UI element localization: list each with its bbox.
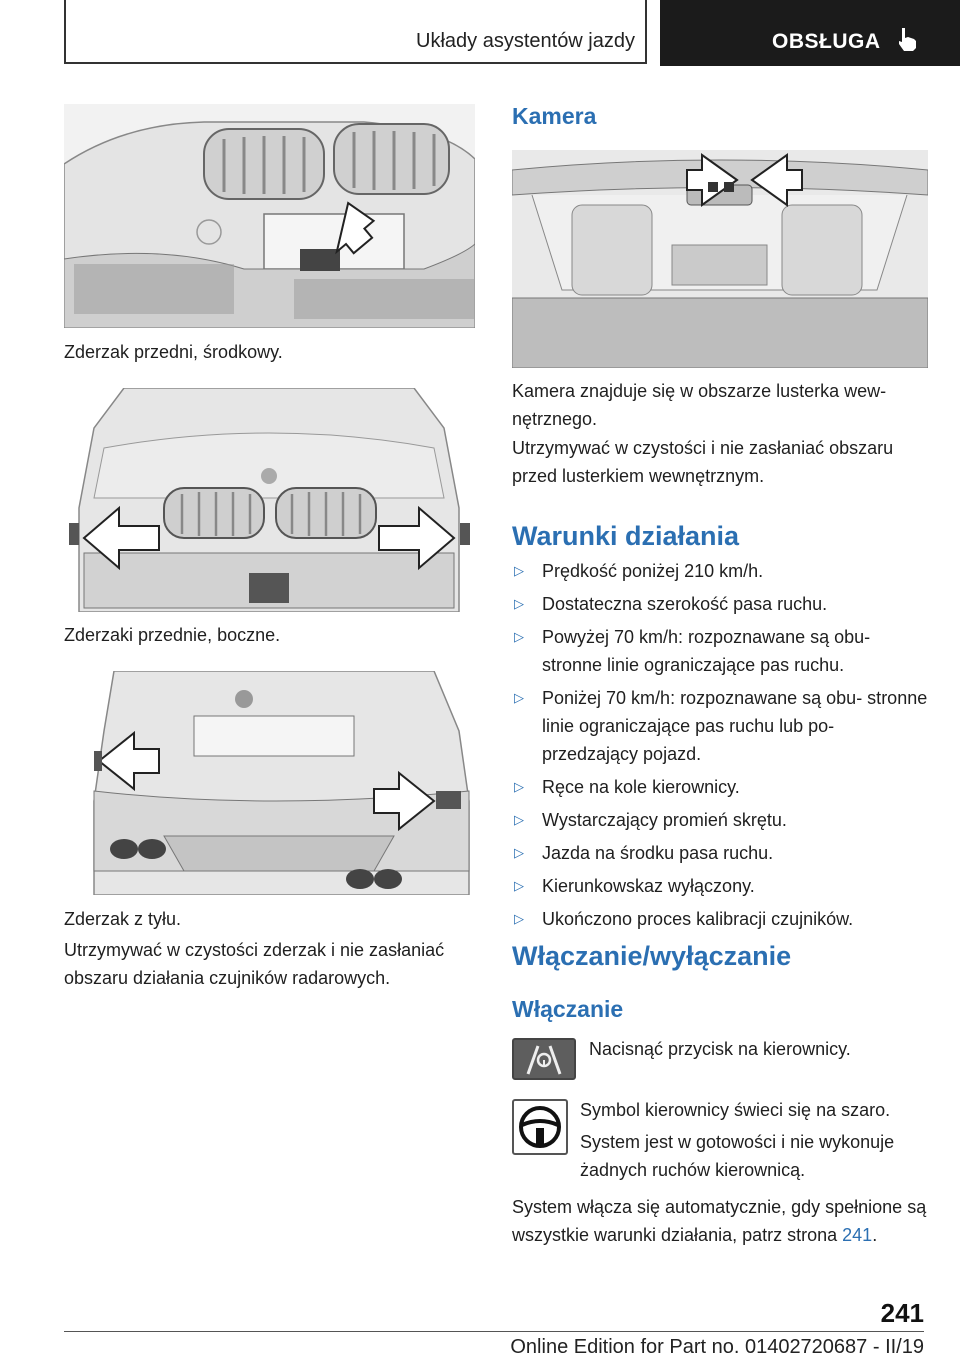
page-number: 241	[880, 1298, 924, 1328]
list-item: ▷Kierunkowskaz wyłączony.	[512, 872, 932, 900]
section-title-box: Układy asystentów jazdy	[64, 0, 647, 64]
page-header: Układy asystentów jazdy OBSŁUGA	[0, 0, 960, 70]
triangle-bullet-icon: ▷	[514, 845, 524, 860]
triangle-bullet-icon: ▷	[514, 911, 524, 926]
list-item: ▷Poniżej 70 km/h: rozpoznawane są obu‐ s…	[512, 684, 932, 768]
interior-camera-drawing	[512, 150, 928, 368]
list-item: ▷Prędkość poniżej 210 km/h.	[512, 557, 932, 585]
list-item: ▷Ukończono proces kalibracji czujników.	[512, 905, 932, 933]
steering-wheel-symbol-box	[512, 1099, 568, 1155]
chapter-tab-label: OBSŁUGA	[772, 30, 881, 53]
list-item: ▷Dostateczna szerokość pasa ruchu.	[512, 590, 932, 618]
left-paragraph-radar: Utrzymywać w czystości zderzak i nie zas…	[64, 940, 445, 988]
page-link-241[interactable]: 241	[842, 1225, 873, 1245]
list-item: ▷Jazda na środku pasa ruchu.	[512, 839, 932, 867]
footer-divider	[64, 1331, 924, 1332]
onoff-heading: Włączanie/wyłączanie	[512, 941, 792, 971]
triangle-bullet-icon: ▷	[514, 629, 524, 644]
footer-edition: Online Edition for Part no. 01402720687 …	[510, 1336, 924, 1358]
interior-camera-image	[512, 150, 928, 368]
section-title: Układy asystentów jazdy	[416, 30, 635, 52]
system-ready-text: System jest w gotowości i nie wykonuje ż…	[580, 1132, 895, 1180]
triangle-bullet-icon: ▷	[514, 812, 524, 827]
front-bumper-center-drawing	[64, 104, 475, 328]
caption-front-bumper-sides: Zderzaki przednie, boczne.	[64, 625, 281, 645]
front-bumper-sides-drawing	[64, 388, 475, 612]
triangle-bullet-icon: ▷	[514, 563, 524, 578]
rear-bumper-drawing	[64, 671, 475, 895]
triangle-bullet-icon: ▷	[514, 779, 524, 794]
front-bumper-center-image	[64, 104, 475, 328]
rear-bumper-image	[64, 671, 475, 895]
list-item: ▷Powyżej 70 km/h: rozpoznawane są obu‐ s…	[512, 623, 932, 679]
switch-on-subheading: Włączanie	[512, 996, 624, 1022]
conditions-heading: Warunki działania	[512, 521, 740, 551]
press-button-text: Nacisnąć przycisk na kierownicy.	[589, 1039, 851, 1059]
triangle-bullet-icon: ▷	[514, 690, 524, 705]
camera-heading: Kamera	[512, 103, 597, 129]
auto-activation-text: System włącza się automatycznie, gdy spe…	[512, 1197, 927, 1245]
list-item: ▷Wystarczający promień skrętu.	[512, 806, 932, 834]
caption-rear-bumper: Zderzak z tyłu.	[64, 909, 182, 929]
symbol-gray-text: Symbol kierownicy świeci się na szaro.	[580, 1100, 891, 1120]
lane-assist-icon	[526, 1045, 562, 1075]
triangle-bullet-icon: ▷	[514, 878, 524, 893]
camera-paragraph-clean: Utrzymywać w czystości i nie zasłaniać o…	[512, 438, 894, 486]
list-item: ▷Ręce na kole kierownicy.	[512, 773, 932, 801]
steering-wheel-icon	[519, 1106, 561, 1148]
steering-assist-button-icon	[512, 1038, 576, 1080]
conditions-list: ▷Prędkość poniżej 210 km/h. ▷Dostateczna…	[512, 557, 932, 938]
pointing-hand-icon	[899, 28, 916, 51]
front-bumper-sides-image	[64, 388, 475, 612]
caption-front-bumper-center: Zderzak przedni, środkowy.	[64, 342, 283, 362]
camera-paragraph-location: Kamera znajduje się w obszarze lusterka …	[512, 381, 887, 429]
triangle-bullet-icon: ▷	[514, 596, 524, 611]
chapter-tab[interactable]: OBSŁUGA	[660, 0, 960, 66]
